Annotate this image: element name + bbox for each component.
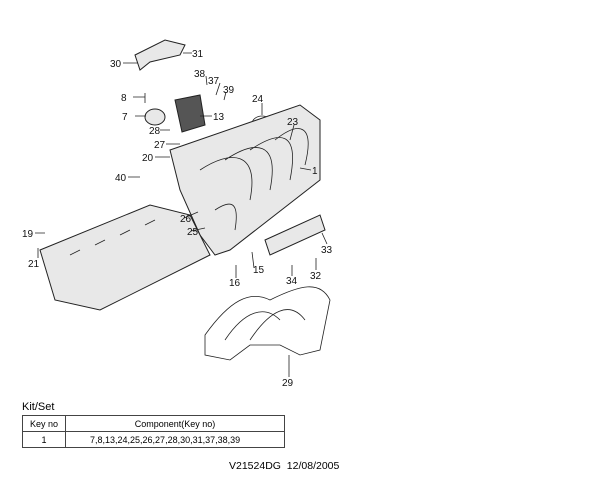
- callout-40: 40: [115, 173, 127, 184]
- callout-32: 32: [310, 271, 322, 282]
- bracket-30: [134, 39, 186, 71]
- drawing-id: V21524DG: [229, 460, 281, 472]
- header-component: Component(Key no): [65, 415, 285, 432]
- callout-23: 23: [287, 117, 299, 128]
- table-header-row: Key no Component(Key no): [22, 415, 285, 432]
- cell-key: 1: [22, 431, 66, 448]
- callout-20: 20: [142, 153, 154, 164]
- callout-39: 39: [223, 85, 235, 96]
- callout-21: 21: [28, 259, 40, 270]
- callout-13: 13: [213, 112, 225, 123]
- callout-25: 25: [187, 227, 199, 238]
- callout-15: 15: [253, 265, 265, 276]
- callout-7: 7: [122, 112, 128, 123]
- callout-31: 31: [192, 49, 204, 60]
- callout-19: 19: [22, 229, 34, 240]
- drawing-date: 12/08/2005: [286, 460, 340, 472]
- callout-30: 30: [110, 59, 122, 70]
- sensor-7: [144, 108, 166, 126]
- callout-37: 37: [208, 76, 220, 87]
- header-key-no: Key no: [22, 415, 66, 432]
- cylinder-head: [39, 204, 211, 311]
- callout-33: 33: [321, 245, 333, 256]
- table-row: 1 7,8,13,24,25,26,27,28,30,31,37,38,39: [22, 431, 285, 448]
- callout-38: 38: [194, 69, 206, 80]
- intake-manifold-1: [169, 104, 321, 256]
- heat-shield-32: [264, 214, 326, 256]
- kit-set-title: Kit/Set: [22, 401, 55, 413]
- callout-27: 27: [154, 140, 166, 151]
- wiring-harness-29: [204, 286, 331, 361]
- callout-34: 34: [286, 276, 298, 287]
- callout-1: 1: [312, 166, 318, 177]
- throttle-body-13: [174, 94, 206, 133]
- kit-set-table: Key no Component(Key no) 1 7,8,13,24,25,…: [22, 415, 285, 448]
- callout-24: 24: [252, 94, 264, 105]
- cell-components: 7,8,13,24,25,26,27,28,30,31,37,38,39: [65, 431, 285, 448]
- callout-8: 8: [121, 93, 127, 104]
- callout-16: 16: [229, 278, 241, 289]
- callout-28: 28: [149, 126, 161, 137]
- callout-26: 26: [180, 214, 192, 225]
- drawing-code: V21524DG 12/08/2005: [229, 460, 339, 472]
- callout-29: 29: [282, 378, 294, 389]
